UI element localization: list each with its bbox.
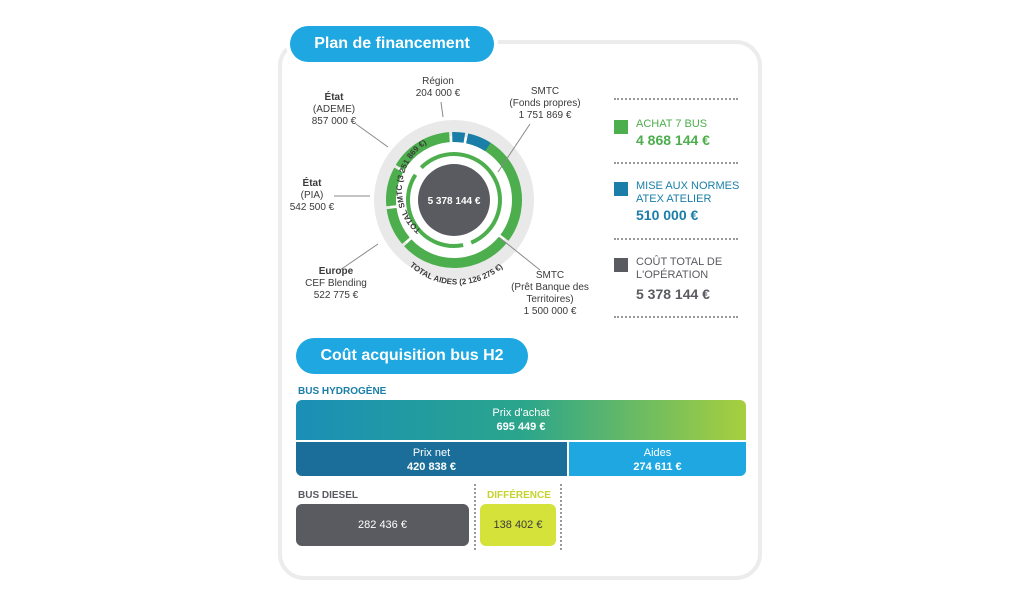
label-europe: Europe CEF Blending 522 775 € [305,266,367,301]
donut-slice-atex-part [465,133,491,152]
legend-item-bus: ACHAT 7 BUS 4 868 144 € [614,118,754,158]
inner-ring-band [419,152,502,245]
label-etat-pia: État (PIA) 542 500 € [289,178,335,213]
legend-divider [614,162,738,164]
bar-difference: 138 402 € [480,504,556,546]
donut-slice [395,132,450,171]
legend-item-total: COÛT TOTAL DE L'OPÉRATION 5 378 144 € [614,256,754,306]
center-total: 5 378 144 € [428,196,481,207]
acquisition-title: Coût acquisition bus H2 [296,338,528,374]
legend-swatch-teal [614,182,628,196]
divider-dotted [474,484,476,550]
donut-slice [386,207,410,244]
plan-title: Plan de financement [290,26,494,62]
label-region: Région 204 000 € [415,76,461,99]
section-difference: DIFFÉRENCE [487,490,551,501]
bar-diesel: 282 436 € [296,504,469,546]
donut-slice [386,167,404,207]
legend-divider [614,316,738,318]
divider-dotted [560,484,562,550]
legend-divider [614,238,738,240]
label-etat-ademe: État (ADEME) 857 000 € [311,92,357,127]
donut-slice [452,132,466,143]
section-hydrogen: BUS HYDROGÈNE [298,386,387,397]
donut-slice [404,236,507,268]
center-disc [418,164,490,236]
bar-purchase-price: Prix d'achat 695 449 € [296,400,746,440]
legend-swatch-grey [614,258,628,272]
section-diesel: BUS DIESEL [298,490,359,501]
legend-item-atex: MISE AUX NORMES ATEX ATELIER 510 000 € [614,180,754,230]
bar-aid: Aides 274 611 € [569,442,746,476]
label-smtc-pret: SMTC (Prêt Banque des Territoires) 1 500… [511,270,589,317]
outer-track [374,120,534,280]
leader-lines [334,101,541,271]
label-smtc-fonds: SMTC (Fonds propres) 1 751 869 € [509,86,581,121]
inner-ring-band [406,173,464,248]
financing-card [278,40,762,580]
legend-swatch-green [614,120,628,134]
legend-divider [614,98,738,100]
bar-net-price: Prix net 420 838 € [296,442,567,476]
